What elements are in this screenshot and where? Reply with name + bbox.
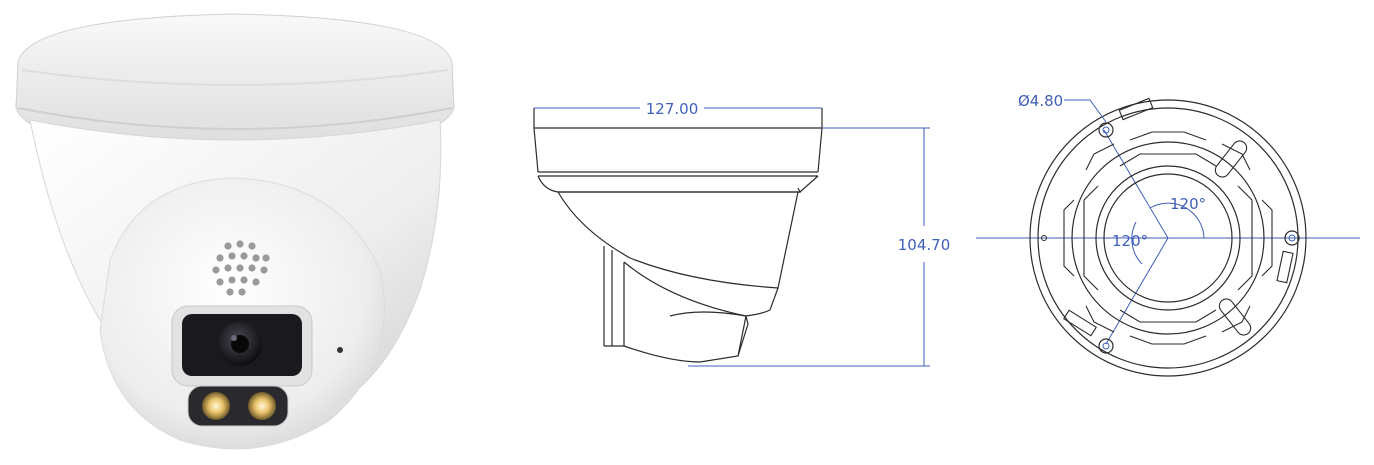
side-view-svg: 127.00 104.70 bbox=[533, 100, 951, 367]
microphone-holes bbox=[212, 240, 270, 296]
hole-diameter-label: Ø4.80 bbox=[1018, 92, 1063, 110]
angle-label-lower: 120° bbox=[1112, 232, 1148, 250]
height-dimension-label: 104.70 bbox=[898, 236, 951, 254]
screw-holes bbox=[1041, 122, 1300, 354]
led-right-icon bbox=[248, 392, 276, 420]
angle-arcs bbox=[1131, 202, 1205, 265]
mount-rings bbox=[1029, 99, 1307, 377]
camera-render bbox=[15, 13, 455, 450]
angle-label-upper: 120° bbox=[1170, 195, 1206, 213]
side-view-drawing: 127.00 104.70 bbox=[500, 0, 980, 465]
width-dimension bbox=[534, 107, 930, 129]
led-left-icon bbox=[202, 392, 230, 420]
status-indicator bbox=[337, 347, 343, 353]
bottom-view-svg: Ø4.80 120° 120° bbox=[976, 92, 1360, 377]
center-axis bbox=[976, 129, 1360, 345]
camera-photo bbox=[0, 0, 470, 465]
side-view-outline bbox=[533, 108, 823, 363]
width-dimension-label: 127.00 bbox=[646, 100, 699, 118]
bracket-segments bbox=[1063, 131, 1273, 345]
mount-slots bbox=[1063, 97, 1294, 337]
bottom-view-drawing: Ø4.80 120° 120° bbox=[970, 0, 1374, 465]
hole-leader-line bbox=[1064, 99, 1107, 123]
height-dimension bbox=[688, 128, 930, 367]
